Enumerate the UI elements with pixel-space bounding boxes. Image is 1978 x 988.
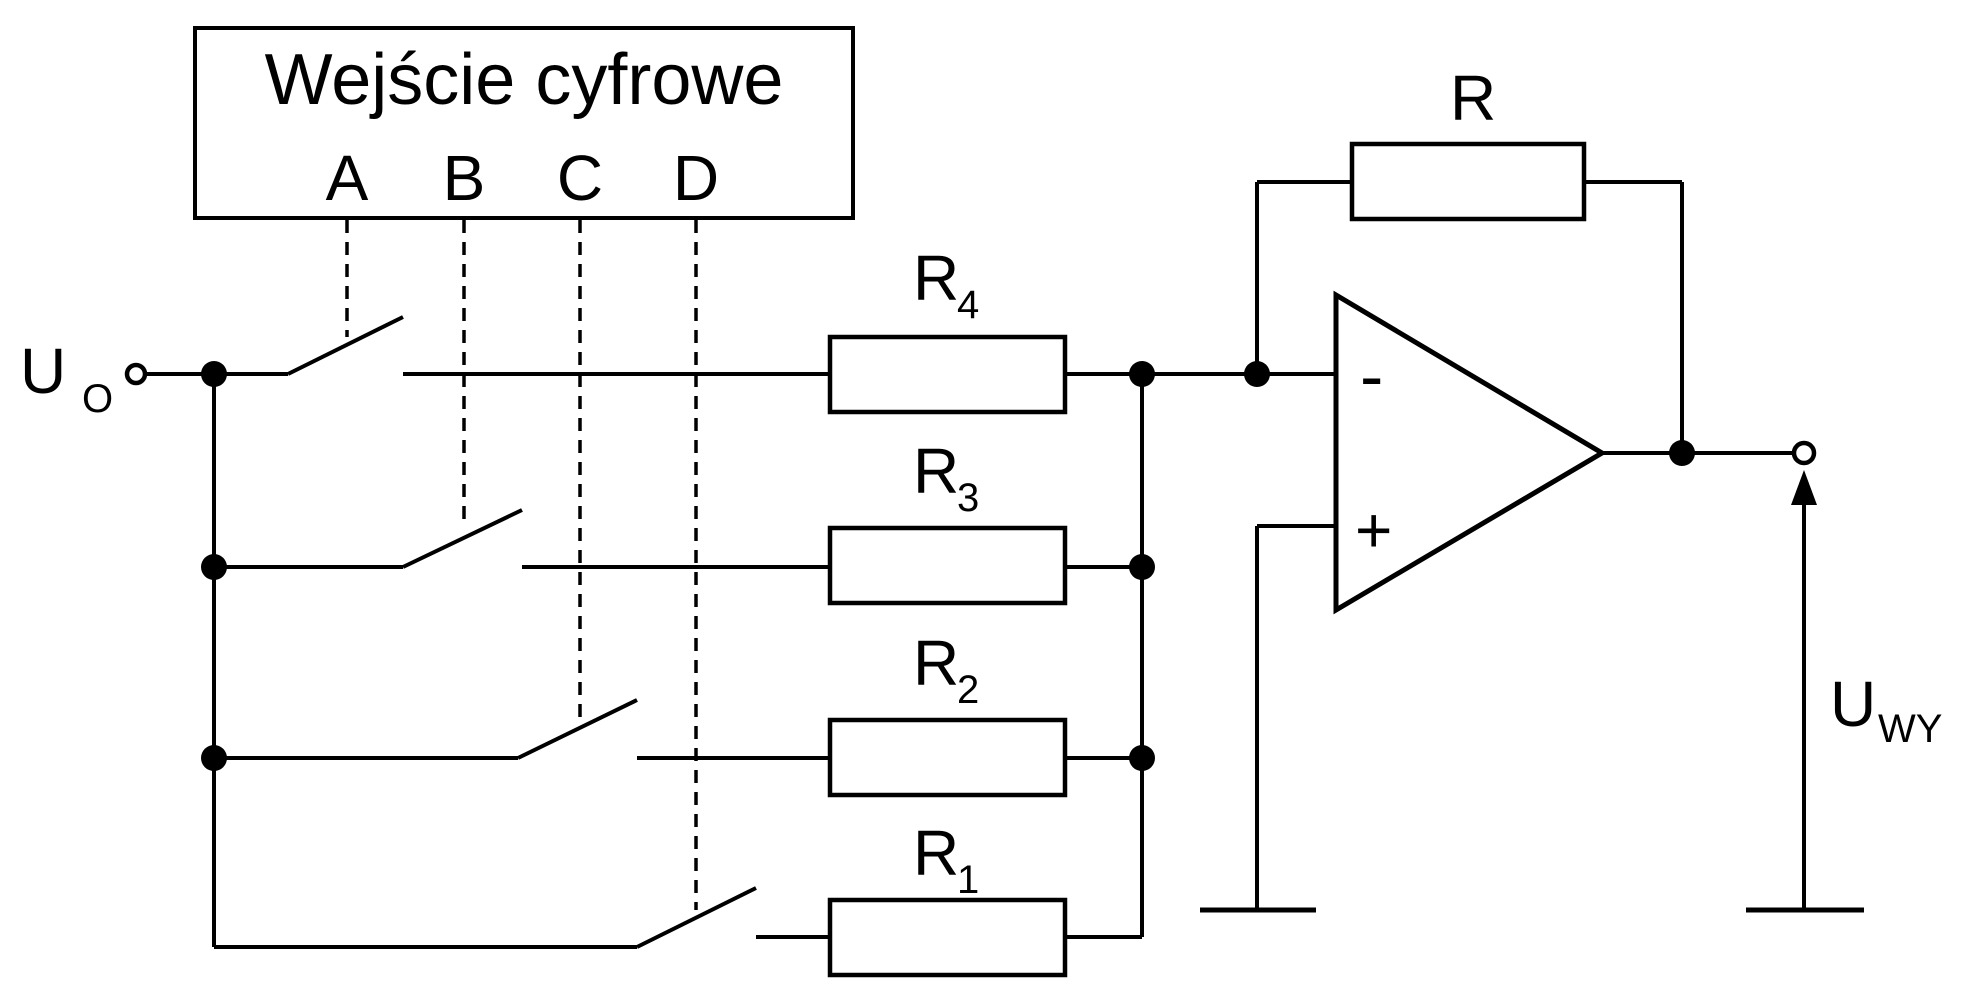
resistor-r4 (827, 334, 1068, 415)
resistor-r3-label: R (913, 435, 959, 507)
op-amp-minus-sign: - (1360, 337, 1383, 415)
switch-b (402, 508, 523, 569)
svg-text:U: U (1830, 668, 1876, 740)
feedback-resistor-label: R (1450, 62, 1496, 134)
branch-r1: R 1 (214, 817, 1142, 978)
resistor-r3 (827, 525, 1068, 606)
junction-dot (201, 361, 227, 387)
branch-r4: R 4 (287, 242, 1380, 415)
switch-d (636, 886, 757, 949)
resistor-r4-label: R (913, 242, 959, 314)
feedback-network: R (1255, 62, 1684, 453)
svg-text:3: 3 (957, 476, 979, 520)
junction-dot (1129, 745, 1155, 771)
svg-text:O: O (82, 377, 113, 421)
resistor-r2 (827, 717, 1068, 798)
junction-dot (201, 554, 227, 580)
resistor-r2-label: R (913, 627, 959, 699)
digital-input-box: Wejście cyfrowe A B C D (193, 26, 855, 220)
resistor-r1 (827, 897, 1068, 978)
junction-dot (1129, 554, 1155, 580)
svg-text:WY: WY (1878, 707, 1942, 751)
output-terminal (1791, 440, 1817, 466)
junction-dot (1129, 361, 1155, 387)
svg-text:2: 2 (957, 668, 979, 712)
output-voltage-label: U WY (1830, 668, 1942, 751)
bit-label-b: B (443, 142, 486, 214)
svg-text:U: U (20, 335, 66, 407)
svg-text:1: 1 (957, 858, 979, 902)
bit-label-d: D (673, 142, 719, 214)
switch-c (517, 698, 638, 760)
input-terminal (124, 362, 148, 386)
branch-r3: R 3 (214, 435, 1142, 606)
output-voltage-arrow (1791, 470, 1817, 910)
digital-input-title: Wejście cyfrowe (265, 40, 784, 120)
input-voltage-label: U O (20, 335, 113, 421)
op-amp: - + (1255, 290, 1607, 910)
feedback-resistor (1349, 141, 1587, 222)
junction-dot (201, 745, 227, 771)
branch-r2: R 2 (214, 627, 1142, 798)
bit-label-a: A (326, 142, 369, 214)
bit-label-c: C (557, 142, 603, 214)
switch-a (287, 315, 404, 376)
op-amp-triangle (1333, 290, 1607, 615)
resistor-r1-label: R (913, 817, 959, 889)
svg-text:4: 4 (957, 283, 979, 327)
op-amp-plus-sign: + (1355, 494, 1392, 566)
